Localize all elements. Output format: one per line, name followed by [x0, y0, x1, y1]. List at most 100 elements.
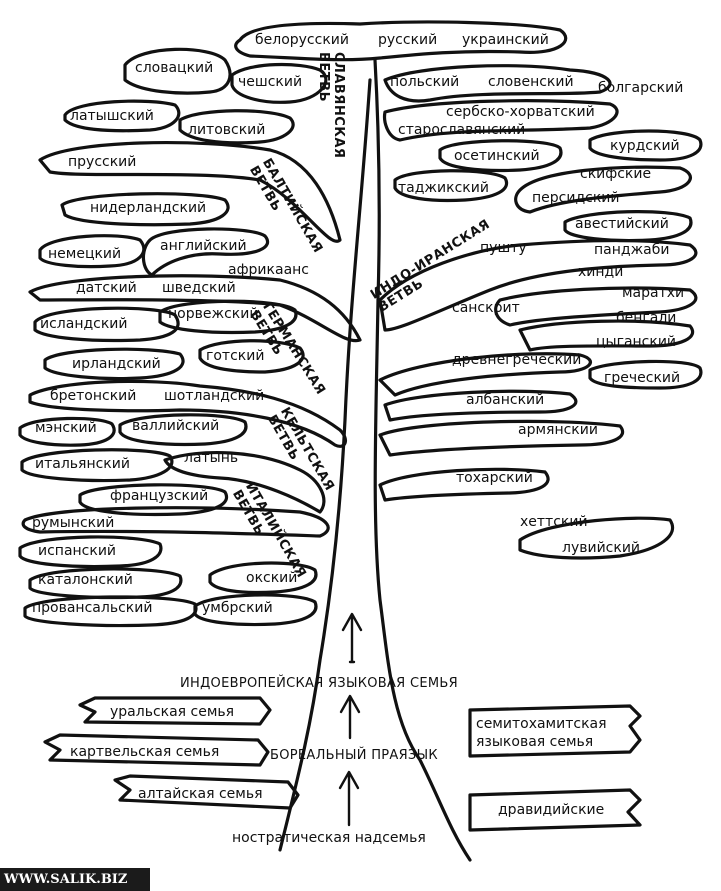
slovak-blob — [123, 47, 232, 95]
baltic-branch — [38, 141, 342, 243]
lang-sanskrit: санскрит — [452, 300, 520, 316]
lang-czech: чешский — [238, 74, 303, 90]
indic-branch — [494, 286, 698, 327]
dutch-blob — [60, 192, 230, 227]
italic-branch — [163, 450, 326, 514]
lang-ossetian: осетинский — [454, 148, 540, 164]
lang-english: английский — [160, 238, 247, 254]
spanish-blob — [18, 535, 163, 569]
trunk-right-outline — [373, 58, 472, 862]
lang-catalan: каталонский — [38, 572, 133, 588]
lang-serbocroatian: сербско-хорватский — [446, 104, 595, 120]
lang-lithuanian: литовский — [188, 122, 266, 138]
icelandic-blob — [33, 306, 180, 343]
lang-irish: ирландский — [72, 356, 161, 372]
uralic-ribbon — [78, 696, 272, 726]
lang-ancientgreek: древнегреческий — [452, 352, 582, 368]
catalan-blob — [28, 567, 183, 600]
semitohamitic-ribbon — [468, 704, 642, 758]
umbrian-blob — [193, 593, 318, 627]
arrow-middle — [339, 694, 361, 740]
french-blob — [78, 483, 229, 517]
lang-oldslavonic: старославянский — [398, 122, 526, 138]
lang-icelandic: исландский — [40, 316, 128, 332]
lang-prussian: прусский — [68, 154, 137, 170]
german-blob — [38, 234, 146, 269]
ossetian-blob — [438, 139, 563, 173]
slavic-cloud — [234, 20, 568, 62]
trunk-left-outline — [278, 78, 372, 852]
lang-tajik: таджикский — [398, 180, 489, 196]
lang-breton: бретонский — [50, 388, 137, 404]
lang-italian: итальянский — [35, 456, 130, 472]
germanic-branch — [28, 274, 362, 343]
lang-spanish: испанский — [38, 543, 117, 559]
avestan-blob — [563, 210, 693, 243]
lang-welsh: валлийский — [132, 418, 220, 434]
semitohamitic-label-line2: языковая семья — [476, 734, 594, 750]
tocharian-branch — [378, 467, 550, 502]
lang-afrikaans: африкаанс — [228, 262, 309, 278]
lang-greek: греческий — [604, 370, 681, 386]
lang-latvian: латышский — [70, 108, 154, 124]
lang-ukrainian: украинский — [462, 32, 549, 48]
kartvelian-ribbon — [43, 733, 270, 767]
lang-romanian: румынский — [32, 515, 115, 531]
lithuanian-blob — [178, 109, 295, 145]
romance-branch — [21, 506, 330, 538]
lang-swedish: шведский — [162, 280, 236, 296]
lang-manx: мэнский — [35, 420, 97, 436]
irish-blob — [43, 347, 185, 381]
lang-slovenian: словенский — [488, 74, 574, 90]
kartvelian-family-label: картвельская семья — [70, 744, 220, 760]
norwegian-blob — [158, 299, 298, 335]
semitohamitic-label-line1: семитохамитская — [476, 716, 607, 732]
uralic-family-label: уральская семья — [110, 704, 235, 720]
lang-belarusian: белорусский — [255, 32, 349, 48]
lang-russian: русский — [378, 32, 438, 48]
dravidian-family-label: дравидийские — [498, 802, 605, 818]
nostratic-macrofamily-label: ностратическая надсемья — [232, 830, 426, 846]
lang-bengali: бенгали — [616, 310, 677, 326]
lang-marathi: маратхи — [622, 285, 685, 301]
altaic-ribbon — [113, 774, 300, 810]
armenian-branch — [378, 419, 625, 457]
lang-french: французский — [110, 488, 209, 504]
english-blob — [141, 227, 269, 277]
czech-blob — [230, 62, 328, 104]
italian-blob — [20, 448, 174, 483]
lang-scythian: скифские — [580, 166, 652, 182]
lang-scottish: шотландский — [164, 388, 265, 404]
altaic-family-label: алтайская семья — [138, 786, 263, 802]
lang-tocharian: тохарский — [456, 470, 533, 486]
arrow-lower — [338, 770, 360, 827]
lang-slovak: словацкий — [135, 60, 214, 76]
lang-luwian: лувийский — [562, 540, 641, 556]
slavic-branch-label: СЛАВЯНСКАЯ ВЕТВЬ — [316, 52, 346, 159]
greek-blob — [588, 359, 703, 390]
lang-hindi: хинди — [578, 264, 624, 280]
indoiranian-branch — [378, 238, 698, 332]
anatolian-branch — [518, 516, 675, 560]
serbo-branch — [382, 99, 619, 142]
site-watermark: WWW.SALIK.BIZ — [0, 868, 150, 891]
greek-branch — [378, 352, 592, 397]
lang-kurdish: курдский — [610, 138, 680, 154]
lang-gothic: готский — [206, 348, 265, 364]
slavic-east-branch — [383, 64, 612, 103]
manx-blob — [18, 416, 116, 447]
lang-hittite: хеттский — [520, 514, 588, 530]
lang-bulgarian: болгарский — [598, 80, 684, 96]
lang-punjabi: панджаби — [594, 242, 670, 258]
tajik-blob — [393, 169, 509, 203]
lang-armenian: армянский — [518, 422, 598, 438]
lang-avestan: авестийский — [575, 216, 669, 232]
lang-provencal: провансальский — [32, 600, 153, 616]
lang-pashto: пушту — [480, 240, 527, 256]
lang-oscan: окский — [246, 570, 298, 586]
arrow-upper — [341, 612, 363, 664]
dravidian-ribbon — [468, 788, 642, 832]
celtic-branch — [28, 379, 348, 448]
lang-norwegian: норвежский — [168, 306, 259, 322]
